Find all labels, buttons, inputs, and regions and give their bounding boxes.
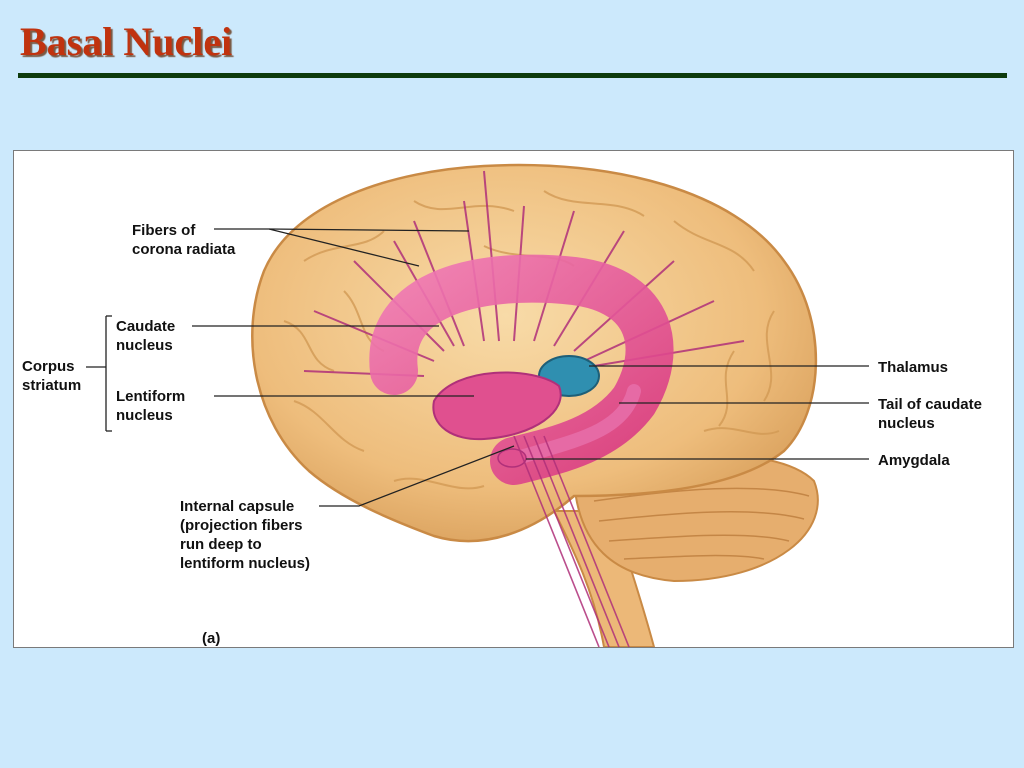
label-internal-capsule: Internal capsule (projection fibers run … [180, 498, 311, 572]
label-amygdala: Amygdala [878, 452, 950, 469]
slide-title: Basal Nuclei [20, 19, 233, 64]
label-fibers-corona-radiata: Fibers of corona radiata [132, 222, 236, 258]
internal-capsule-fibers [513, 435, 630, 647]
panel-label: (a) [202, 630, 221, 647]
label-corpus-striatum: Corpus striatum [22, 358, 82, 394]
brain-figure: Fibers of corona radiata Caudate nucleus… [13, 150, 1014, 648]
leader-lines [86, 228, 869, 507]
brain-illustration [86, 163, 869, 647]
amygdala [497, 448, 527, 468]
label-thalamus: Thalamus [878, 359, 949, 376]
label-tail-of-caudate: Tail of caudate nucleus [878, 396, 982, 432]
title-divider [18, 73, 1007, 78]
lentiform-nucleus [432, 371, 562, 441]
label-caudate-nucleus: Caudate nucleus [116, 318, 176, 354]
label-lentiform-nucleus: Lentiform nucleus [116, 388, 186, 424]
